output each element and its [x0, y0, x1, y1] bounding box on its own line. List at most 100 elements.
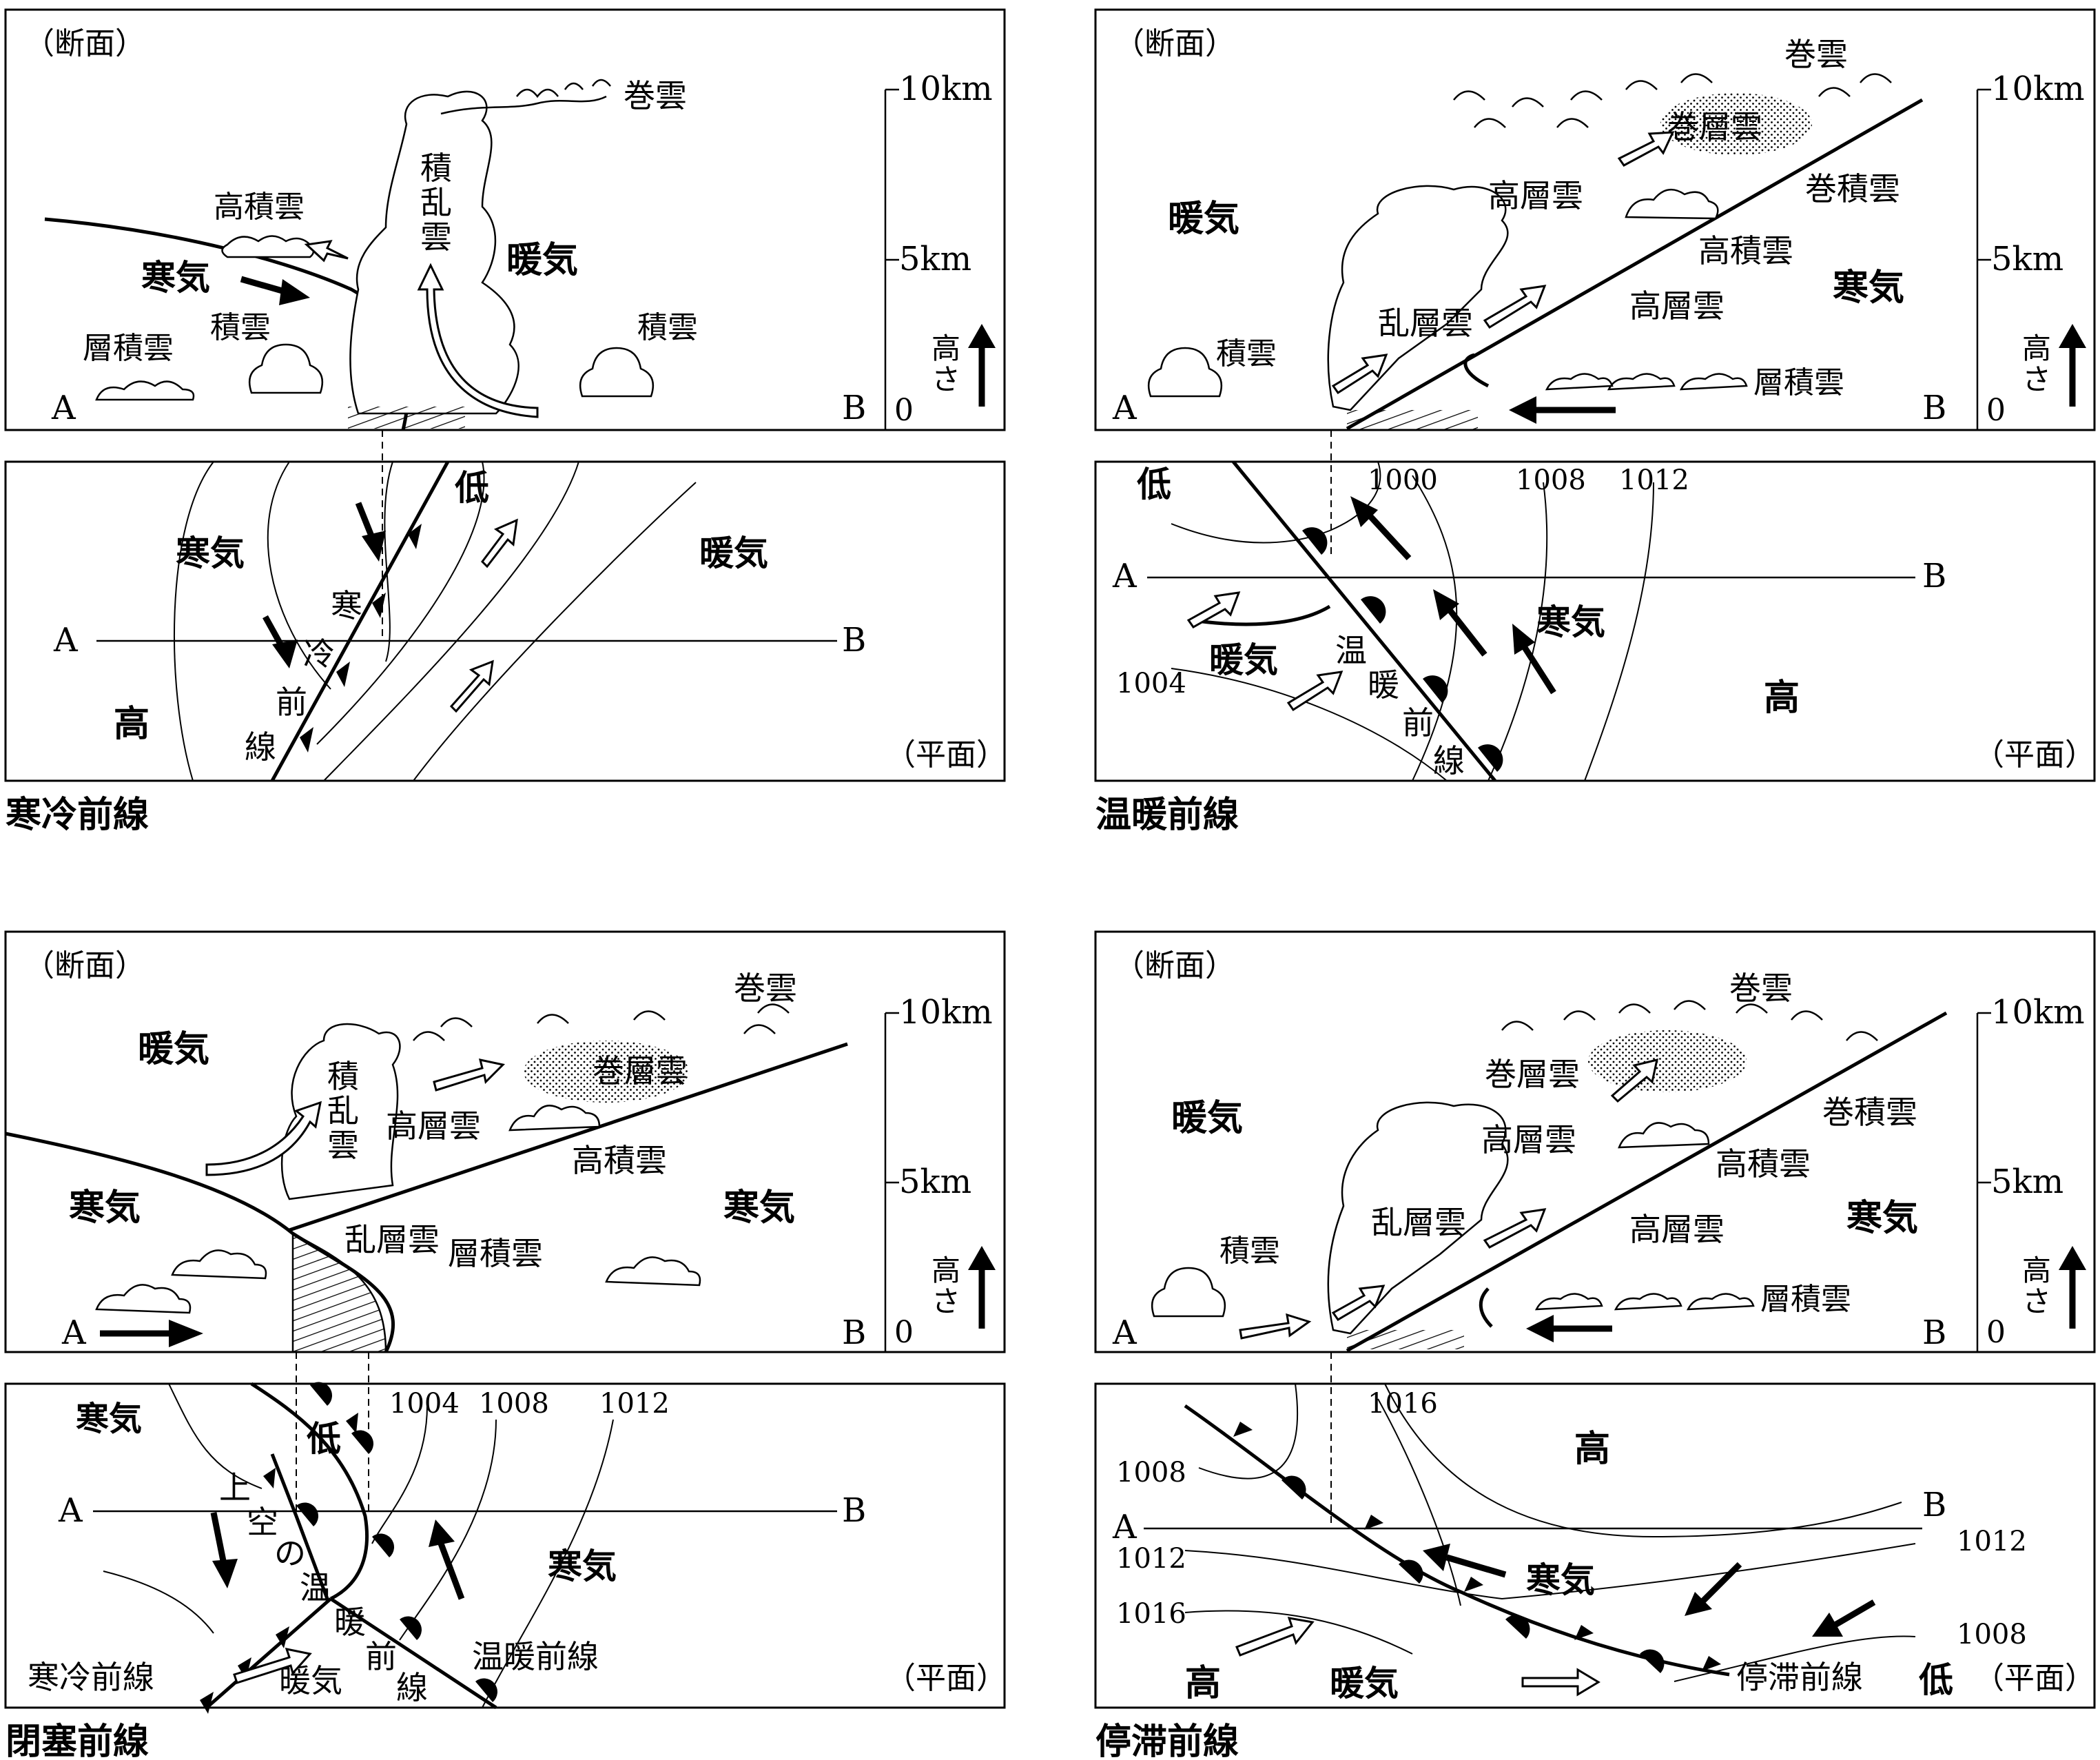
label-warm-air: 暖気 [699, 533, 768, 573]
svg-text:寒冷前線: 寒冷前線 [28, 1659, 154, 1696]
svg-text:0: 0 [894, 1315, 914, 1350]
warm-flow-arrow [481, 518, 518, 569]
svg-text:寒気: 寒気 [723, 1187, 795, 1229]
svg-text:1008: 1008 [479, 1388, 549, 1420]
svg-text:暖: 暖 [334, 1604, 366, 1641]
svg-text:1004: 1004 [1116, 668, 1186, 699]
svg-text:（断面）: （断面） [24, 948, 145, 983]
svg-text:空: 空 [247, 1504, 278, 1541]
svg-text:10km: 10km [1991, 993, 2085, 1032]
occluded-cold-surface [5, 1132, 395, 1353]
cold-section-frame [4, 8, 1006, 431]
svg-text:寒気: 寒気 [1833, 267, 1904, 309]
svg-text:乱: 乱 [327, 1092, 359, 1129]
warm-front-line [1232, 460, 1496, 782]
svg-text:の: の [274, 1535, 306, 1572]
svg-text:B: B [1922, 1313, 1946, 1352]
svg-text:積: 積 [420, 150, 452, 187]
svg-text:積雲: 積雲 [1219, 1234, 1280, 1269]
label-warm-air: 暖気 [506, 239, 578, 281]
svg-text:1004: 1004 [389, 1388, 460, 1420]
svg-text:冷: 冷 [303, 635, 335, 673]
altitude-scale: 10km 5km 0 高 さ [1976, 70, 2086, 430]
title-occluded-front: 閉塞前線 [6, 1721, 149, 1760]
svg-text:乱層雲: 乱層雲 [344, 1221, 440, 1258]
cirrus-streak [440, 95, 607, 115]
stationary-front-line [1184, 1404, 1730, 1677]
svg-text:A: A [51, 389, 76, 427]
cold-front-triangles [300, 524, 422, 753]
svg-text:1008: 1008 [1957, 1619, 2027, 1650]
nimbostratus [1327, 185, 1509, 411]
warm-front-line [329, 1597, 497, 1710]
svg-text:積雲: 積雲 [1216, 336, 1277, 371]
svg-text:（断面）: （断面） [1114, 26, 1235, 61]
isobars [1171, 461, 1654, 781]
svg-text:低: 低 [1137, 464, 1171, 504]
warm-front-semicircles [1302, 527, 1503, 772]
svg-text:5km: 5km [1991, 240, 2063, 278]
label-stratocumulus: 層積雲 [83, 331, 174, 366]
svg-text:線: 線 [245, 728, 276, 766]
svg-text:0: 0 [1986, 1315, 2006, 1350]
cumulus-cloud [1147, 347, 1223, 398]
svg-text:巻雲: 巻雲 [1784, 36, 1848, 73]
svg-text:1008: 1008 [1516, 464, 1586, 496]
svg-text:暖: 暖 [1368, 666, 1399, 704]
svg-text:B: B [1922, 557, 1946, 595]
cold-front-line [270, 460, 450, 782]
svg-text:巻雲: 巻雲 [1729, 970, 1793, 1007]
svg-text:（平面）: （平面） [1974, 1661, 2095, 1696]
cumulonimbus [349, 90, 519, 415]
svg-text:上: 上 [219, 1469, 251, 1506]
svg-text:さ: さ [931, 1285, 960, 1318]
label-cumulus: 積雲 [637, 310, 698, 345]
svg-text:寒気: 寒気 [76, 1400, 142, 1438]
svg-text:A: A [1112, 1508, 1138, 1546]
svg-text:高: 高 [931, 1254, 960, 1287]
nimbostratus [1327, 1101, 1509, 1335]
svg-text:A: A [53, 621, 79, 659]
stationary-section-frame [1094, 930, 2096, 1353]
svg-text:1008: 1008 [1116, 1457, 1186, 1488]
svg-text:さ: さ [931, 362, 960, 396]
svg-text:10km: 10km [899, 993, 993, 1032]
svg-text:高層雲: 高層雲 [1488, 177, 1583, 214]
svg-text:層積雲: 層積雲 [448, 1235, 543, 1272]
svg-text:層積雲: 層積雲 [1753, 365, 1844, 400]
cold-front-line [205, 1597, 332, 1709]
svg-text:寒気: 寒気 [69, 1187, 141, 1229]
stationary-triangles [1233, 1422, 1721, 1671]
svg-text:（平面）: （平面） [885, 1661, 1007, 1696]
label-high: 高 [114, 703, 150, 745]
svg-text:高: 高 [1764, 677, 1800, 719]
svg-text:（平面）: （平面） [1974, 737, 2095, 772]
svg-text:巻層雲: 巻層雲 [593, 1052, 688, 1089]
svg-text:高積雲: 高積雲 [1716, 1145, 1811, 1183]
svg-text:高: 高 [931, 331, 960, 365]
cirrocumulus [1625, 188, 1719, 220]
svg-text:雲: 雲 [327, 1127, 359, 1164]
stationary-plan-frame [1094, 1382, 2096, 1709]
svg-text:積: 積 [327, 1058, 359, 1095]
isobars [173, 461, 697, 781]
title-warm-front: 温暖前線 [1095, 794, 1239, 836]
svg-text:寒気: 寒気 [1526, 1559, 1595, 1600]
svg-text:0: 0 [1986, 393, 2006, 428]
svg-text:1012: 1012 [1619, 464, 1689, 496]
precipitation-zone [291, 1231, 387, 1353]
svg-text:暖気: 暖気 [1330, 1663, 1399, 1703]
svg-text:層積雲: 層積雲 [1760, 1282, 1851, 1317]
svg-text:停滞前線: 停滞前線 [1736, 1659, 1863, 1696]
svg-text:前: 前 [1402, 704, 1434, 741]
label-altocumulus: 高積雲 [214, 190, 305, 225]
svg-text:A: A [1112, 389, 1138, 427]
svg-text:1000: 1000 [1368, 464, 1438, 496]
altitude-scale: 10km 5km 0 高 さ [1976, 993, 2086, 1352]
svg-text:（平面）: （平面） [885, 737, 1007, 772]
title-stationary-front: 停滞前線 [1095, 1721, 1239, 1760]
cumulus-cloud [248, 343, 324, 394]
cold-front-panel: （断面） 10km 5km 0 高 さ 巻雲 積 乱 雲 高積雲 寒気 暖気 積… [4, 8, 1007, 836]
svg-text:高層雲: 高層雲 [1481, 1121, 1576, 1158]
